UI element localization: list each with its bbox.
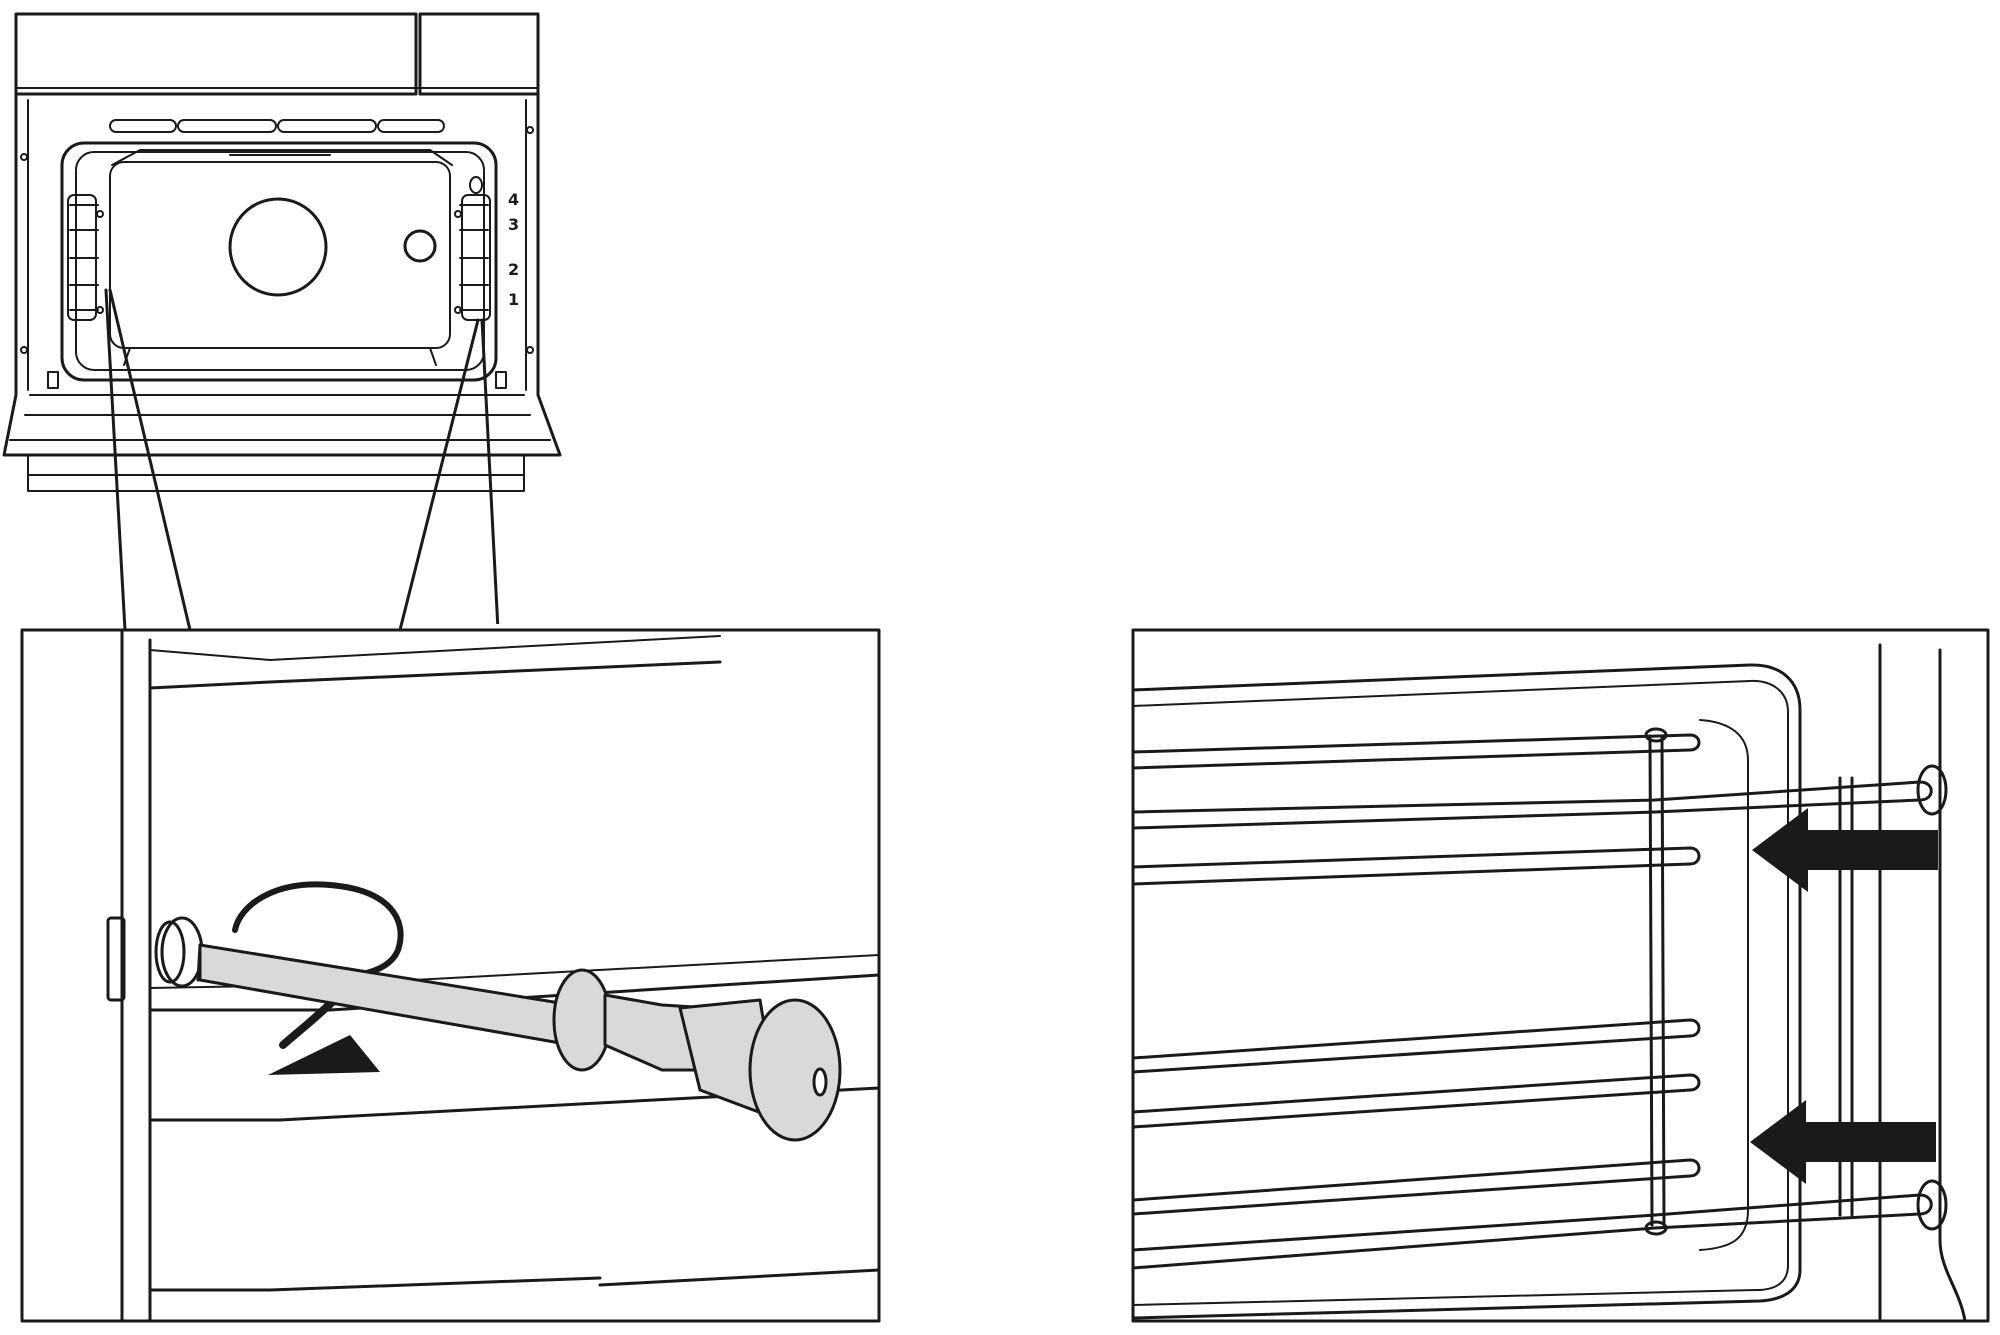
rack-mount-pins — [1916, 764, 1948, 1231]
shelf-level-2: 2 — [508, 260, 519, 279]
door-catch — [106, 916, 126, 1002]
oven-control-panel — [14, 12, 540, 96]
right-shelf-guide — [454, 176, 491, 321]
oven-front-view: 4 3 2 1 — [2, 12, 562, 492]
oven-cavity — [60, 141, 498, 382]
detail-screw-removal — [20, 628, 881, 1323]
detail-frame-right — [1131, 628, 1990, 1323]
shelf-level-4: 4 — [508, 190, 519, 209]
curved-rotation-arrow-icon — [232, 881, 404, 979]
oven-door-open — [9, 394, 551, 492]
oven-body — [2, 92, 562, 457]
shelf-level-labels: 4 3 2 1 — [508, 190, 519, 309]
door-hinges — [47, 371, 507, 389]
shelf-level-1: 1 — [508, 290, 519, 309]
detail-frame-left — [20, 628, 881, 1323]
zoom-connector — [104, 288, 500, 634]
oven-top-vents — [109, 119, 445, 133]
screwdriver-icon — [196, 943, 842, 1142]
oven-lamp — [403, 229, 437, 263]
push-arrow-icon-lower — [1750, 1100, 1936, 1184]
fan-cover — [228, 197, 328, 297]
shelf-level-3: 3 — [508, 215, 519, 234]
detail-rack-removal — [1131, 628, 1990, 1323]
left-shelf-guide — [67, 194, 104, 321]
push-arrow-icon-upper — [1752, 808, 1938, 892]
